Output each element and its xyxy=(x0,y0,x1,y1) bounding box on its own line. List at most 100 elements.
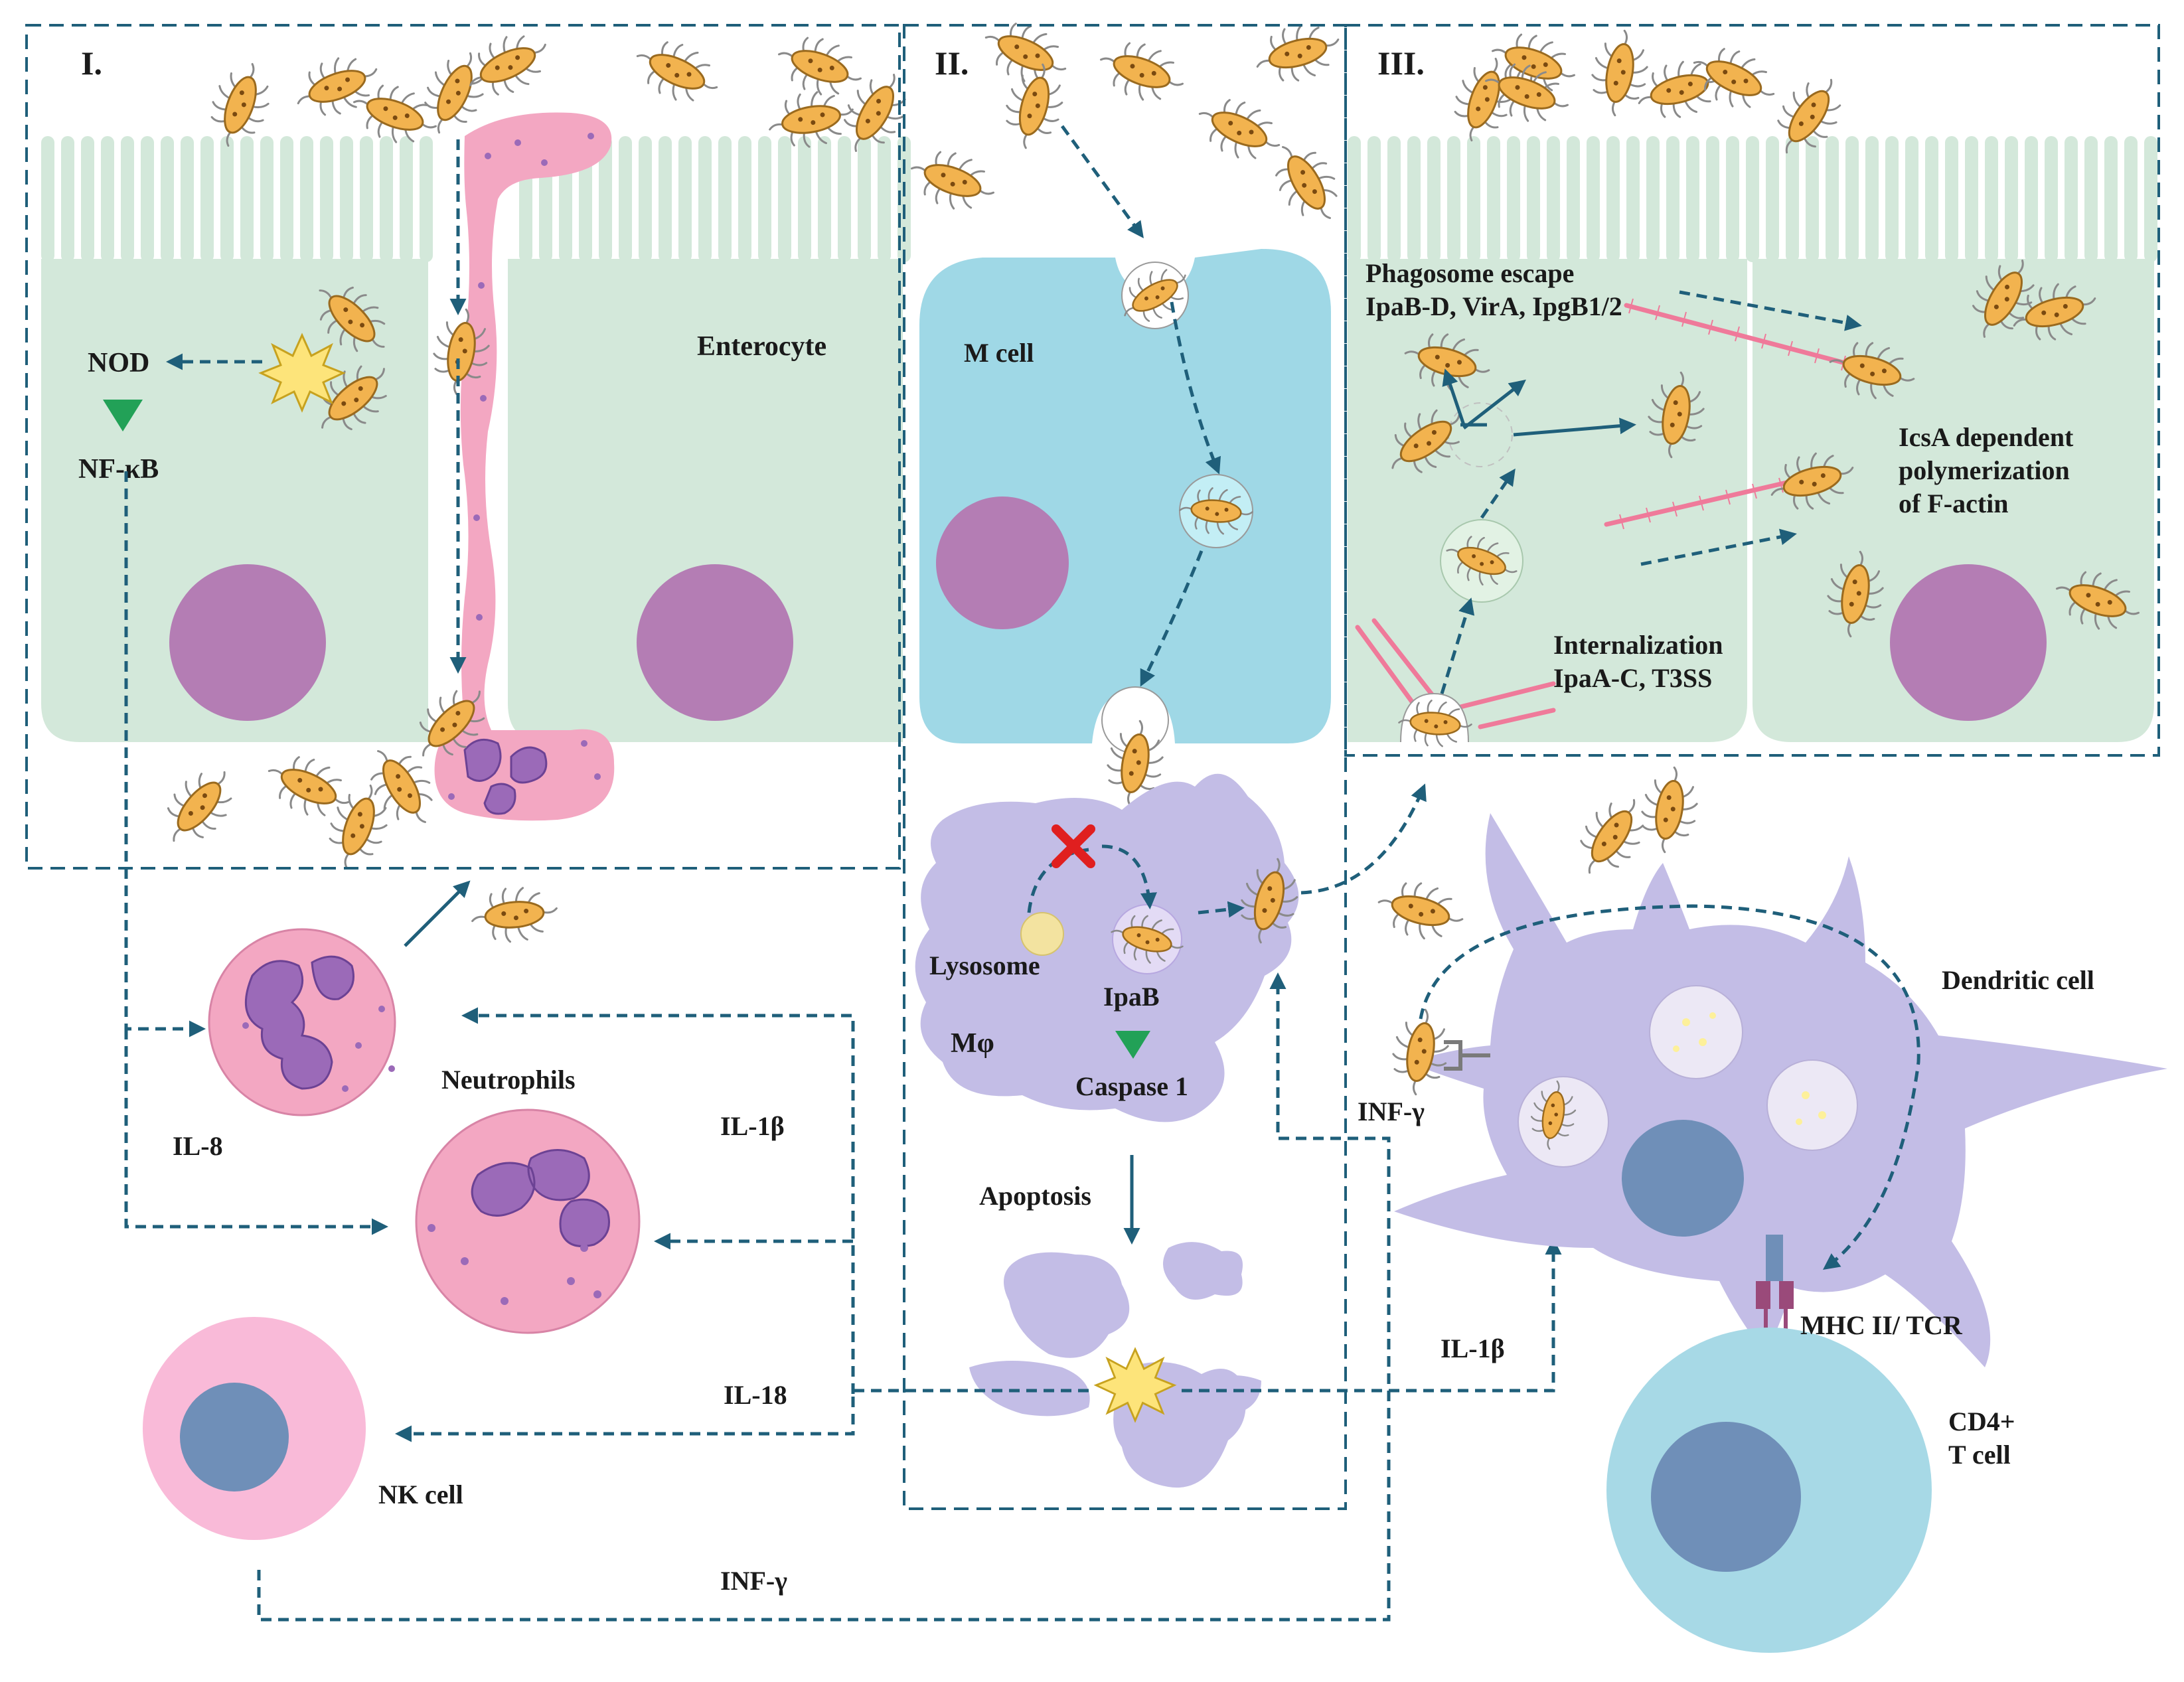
microvillus xyxy=(360,136,373,262)
panel-two-label: II. xyxy=(935,44,969,82)
triangle-caspase xyxy=(1115,1031,1150,1059)
microvillus xyxy=(240,136,254,262)
microvillus xyxy=(280,136,293,262)
il8-label: IL-8 xyxy=(173,1131,223,1161)
cd4-label-line2: T cell xyxy=(1948,1440,2011,1470)
microvillus xyxy=(320,136,333,262)
microvillus xyxy=(818,136,831,262)
internalization-label-line2: IpaA-C, T3SS xyxy=(1553,663,1712,693)
internalization-label-line1: Internalization xyxy=(1553,630,1723,660)
microvillus xyxy=(639,136,652,262)
microvillus xyxy=(1547,136,1560,262)
microvillus xyxy=(1507,136,1520,262)
microvillus xyxy=(2144,136,2157,262)
microvillus xyxy=(260,136,273,262)
microvillus xyxy=(1766,136,1779,262)
inf-gamma-bottom-label: INF-γ xyxy=(720,1566,787,1596)
microvillus xyxy=(1965,136,1978,262)
icsa-label-line1: IcsA dependent xyxy=(1899,422,2074,452)
microvillus xyxy=(181,136,194,262)
arrow-macrophage-to-epithelium xyxy=(1300,783,1427,895)
nk-cell-label: NK cell xyxy=(378,1480,463,1509)
microvillus xyxy=(1925,136,1938,262)
microvillus xyxy=(81,136,94,262)
arrow-vacuole-up xyxy=(1460,382,1523,429)
panel-one-border xyxy=(25,24,901,870)
microvillus xyxy=(101,136,114,262)
microvillus xyxy=(2124,136,2138,262)
microvillus xyxy=(1945,136,1958,262)
panel-three: Phagosome escape IpaB-D, VirA, IpgB1/2 I… xyxy=(1348,23,2157,750)
apoptosis-label: Apoptosis xyxy=(979,1181,1091,1211)
microvillus xyxy=(121,136,134,262)
arrow-neutrophil-to-site xyxy=(404,880,471,947)
m-cell xyxy=(919,249,1331,743)
panel-three-border xyxy=(1344,24,2160,757)
arrow-il18-to-nk xyxy=(395,1389,1089,1442)
microvillus xyxy=(599,136,612,262)
triangle-nod-nfkb xyxy=(103,400,143,431)
microvillus xyxy=(2065,136,2078,262)
burst-icon xyxy=(260,334,345,412)
cd4-label-line1: CD4+ xyxy=(1948,1407,2015,1436)
microvillus xyxy=(1666,136,1679,262)
arrow-bacteria-to-m-cell xyxy=(1060,125,1144,239)
microvillus xyxy=(200,136,214,262)
enterocyte-label: Enterocyte xyxy=(697,331,826,362)
macrophage xyxy=(915,773,1299,1122)
microvillus xyxy=(340,136,353,262)
neutrophil-nucleus-lobes xyxy=(463,738,548,815)
microvillus xyxy=(420,136,433,262)
microvillus xyxy=(1905,136,1918,262)
dendritic-cell-nucleus xyxy=(1622,1120,1744,1237)
dendritic-cell-label: Dendritic cell xyxy=(1942,965,2094,995)
microvillus xyxy=(2025,136,2038,262)
arc-to-phagosome xyxy=(1101,844,1157,909)
arrow-exit xyxy=(1140,550,1204,687)
microvillus xyxy=(1387,136,1401,262)
phagosome-label-line2: IpaB-D, VirA, IpgB1/2 xyxy=(1365,291,1622,321)
icsa-label-line2: polymerization xyxy=(1899,455,2070,485)
caspase-label: Caspase 1 xyxy=(1075,1071,1188,1101)
microvillus xyxy=(1626,136,1640,262)
microvillus xyxy=(1427,136,1441,262)
arrow-vacuole-left xyxy=(1442,368,1466,425)
panel-one-label: I. xyxy=(81,44,102,82)
microvillus xyxy=(758,136,771,262)
neutrophils-label: Neutrophils xyxy=(441,1065,576,1095)
microvillus xyxy=(878,136,891,262)
arrow-il1b-to-dendritic xyxy=(1182,1238,1562,1393)
microvillus xyxy=(698,136,712,262)
icsa-label-line3: of F-actin xyxy=(1899,489,2009,518)
enterocyte-nucleus-panel-three xyxy=(1890,564,2047,721)
microvillus xyxy=(1407,136,1421,262)
microvillus xyxy=(1806,136,1819,262)
microvillus xyxy=(400,136,413,262)
panel-three-label: III. xyxy=(1377,44,1425,82)
microvillus xyxy=(1865,136,1879,262)
enterocyte-nucleus-right xyxy=(637,564,793,721)
mhc-tcr-label: MHC II/ TCR xyxy=(1800,1310,1963,1340)
microvillus xyxy=(897,136,911,262)
microvillus xyxy=(161,136,174,262)
il1b-left-label: IL-1β xyxy=(720,1111,785,1141)
microvillus xyxy=(858,136,871,262)
microvillus xyxy=(380,136,393,262)
dendritic-cell-group: Dendritic cell INF-γ IL-1β MHC II/ TCR C… xyxy=(1358,762,2167,1653)
microvillus xyxy=(1487,136,1500,262)
enterocyte-nucleus-left xyxy=(169,564,326,721)
microvillus xyxy=(41,136,54,262)
microvillus xyxy=(1587,136,1600,262)
arrow-vacuole-right xyxy=(1513,418,1636,437)
microvillus xyxy=(1686,136,1699,262)
il18-label: IL-18 xyxy=(724,1380,787,1410)
microvillus xyxy=(1706,136,1719,262)
arrow-to-bacterium xyxy=(1198,901,1245,918)
enterocyte-cell-left xyxy=(41,259,428,742)
m-cell-nucleus xyxy=(936,497,1069,629)
macrophage-label: Mφ xyxy=(951,1028,994,1059)
microvillus xyxy=(61,136,74,262)
immune-cells-left: Neutrophils IL-8 IL-1β IL-18 NK cell INF… xyxy=(124,471,1562,1622)
arrow-phago-to-actin xyxy=(1679,290,1862,331)
microvillus xyxy=(1567,136,1580,262)
